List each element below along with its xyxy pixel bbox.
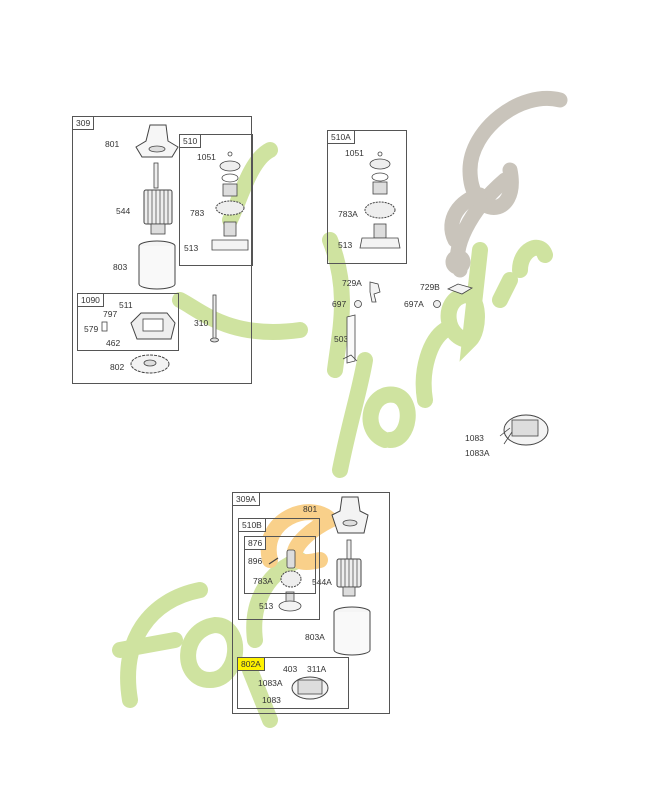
part-shaft-icon [153,162,159,189]
part-label-311A: 311A [307,664,327,674]
part-label-803A: 803A [305,632,325,642]
part-896-spring-icon [268,557,279,565]
part-label-462: 462 [106,338,121,348]
group-876: 876 [244,536,316,594]
part-783A-gear-icon [280,570,302,588]
part-801-drive-end-cap-icon [331,496,369,534]
part-803-housing-icon [138,240,176,290]
part-729A-bracket-icon [369,281,381,303]
group-510: 510 [179,134,253,266]
group-309: 309 [72,116,252,384]
part-697A-nut-icon [433,300,441,308]
part-510-stack-icon [211,151,249,251]
part-544A-armature-icon [336,558,362,597]
part-label-783: 783 [190,208,205,218]
part-511-brush-plate-icon [130,312,176,340]
part-label-513: 513 [338,240,353,250]
part-label-579: 579 [84,324,99,334]
part-729B-plate-icon [446,283,473,295]
part-label-511: 511 [119,300,133,310]
group-tag-309: 309 [72,116,95,130]
part-label-801: 801 [303,504,318,514]
part-label-729B: 729B [420,282,440,292]
part-label-1083A: 1083A [258,678,283,688]
part-label-801: 801 [105,139,120,149]
part-label-803: 803 [113,262,128,272]
part-label-544: 544 [116,206,131,216]
part-label-1083: 1083 [262,695,281,705]
part-label-1083A: 1083A [465,448,490,458]
part-brush-holder-assembly-icon [499,414,549,446]
part-544-armature-icon [143,189,173,235]
part-801-drive-end-cap-icon [135,124,179,158]
group-tag-1090: 1090 [77,293,104,307]
watermark-text-com [444,91,568,278]
group-tag-510B: 510B [238,518,266,532]
part-802-end-cap-icon [130,354,170,374]
part-510A-stack-icon [359,151,401,249]
part-310-through-bolt-icon [210,294,219,343]
part-label-896: 896 [248,556,263,566]
group-802A: 802A [237,657,349,709]
group-510B: 510B [238,518,320,620]
part-label-783A: 783A [253,576,273,586]
part-label-513: 513 [259,601,274,611]
part-503-strap-icon [342,314,358,364]
part-label-1083: 1083 [465,433,484,443]
part-697-nut-icon [354,300,362,308]
part-label-513: 513 [184,243,199,253]
group-309A: 309A [232,492,390,714]
part-label-544A: 544A [312,577,332,587]
part-label-802: 802 [110,362,125,372]
part-label-1051: 1051 [197,152,216,162]
part-803A-housing-icon [333,606,371,656]
group-tag-510: 510 [179,134,202,148]
group-tag-802A: 802A [237,657,265,671]
group-510A: 510A [327,130,407,264]
part-label-1051: 1051 [345,148,364,158]
part-label-797: 797 [103,309,118,319]
part-pinion-icon [286,549,296,569]
part-label-729A: 729A [342,278,362,288]
group-tag-510A: 510A [327,130,355,144]
part-label-697A: 697A [404,299,424,309]
part-label-503: 503 [334,334,349,344]
part-label-783A: 783A [338,209,358,219]
group-1090: 1090 [77,293,179,351]
part-label-697: 697 [332,299,347,309]
part-802A-brush-plate-icon [291,676,329,700]
group-tag-309A: 309A [232,492,260,506]
part-579-brush-icon [101,321,108,332]
part-513-pinion-base-icon [278,591,302,612]
group-tag-876: 876 [244,536,267,550]
part-label-403: 403 [283,664,298,674]
part-label-310: 310 [194,318,209,328]
